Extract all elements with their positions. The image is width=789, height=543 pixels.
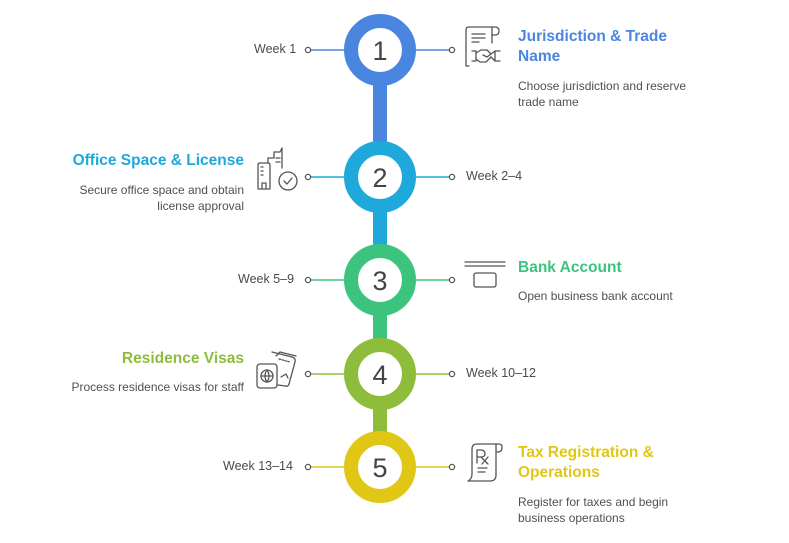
step-1-desc-line-2: trade name	[518, 95, 579, 109]
step-5-desc-line-1: Register for taxes and begin	[518, 495, 669, 509]
step-1-left-dot	[304, 46, 312, 54]
contract-handshake-icon	[465, 26, 501, 67]
step-1-title-line-1: Jurisdiction & Trade	[518, 28, 668, 45]
step-3-title-line-1: Bank Account	[518, 259, 622, 276]
step-2-number: 2	[372, 163, 387, 193]
step-4-ring	[344, 338, 416, 410]
connector-2-3	[373, 211, 387, 247]
step-1-title-line-2: Name	[518, 48, 561, 65]
step-1-week-label: Week 1	[254, 42, 297, 56]
step-2-description: Secure office space and obtain license a…	[79, 182, 244, 214]
step-2-node: 2	[304, 141, 456, 213]
step-5-description: Register for taxes and begin business op…	[518, 494, 668, 526]
step-4-node: 4	[304, 338, 456, 410]
step-4-title-line-1: Residence Visas	[121, 350, 244, 367]
connector-1-2	[373, 84, 387, 142]
step-4-right-dot	[448, 370, 456, 378]
step-5-title-line-1: Tax Registration &	[518, 444, 654, 461]
step-2-week-label: Week 2–4	[466, 169, 523, 183]
step-1-node: 1	[304, 14, 456, 86]
step-4-title: Residence Visas	[122, 349, 244, 369]
step-5-title-line-2: Operations	[518, 464, 600, 481]
step-1-number: 1	[372, 36, 387, 66]
step-2-right-dot	[448, 173, 456, 181]
step-5-right-dot	[448, 463, 456, 471]
step-1-title: Jurisdiction & Trade Name	[518, 27, 667, 67]
step-3-right-dot	[448, 276, 456, 284]
step-3-left-dot	[304, 276, 312, 284]
connector-4-5	[373, 408, 387, 434]
step-4-description: Process residence visas for staff	[71, 379, 244, 395]
step-3-desc-line-1: Open business bank account	[518, 289, 673, 303]
step-1-ring	[344, 14, 416, 86]
step-5-left-dot	[304, 463, 312, 471]
office-building-check-icon	[257, 147, 298, 191]
step-3-number: 3	[372, 266, 387, 296]
step-2-desc-line-2: license approval	[157, 199, 244, 213]
step-5-number: 5	[372, 453, 387, 483]
step-5-desc-line-2: business operations	[518, 511, 625, 525]
step-4-number: 4	[372, 360, 387, 390]
passport-ticket-icon	[256, 351, 297, 389]
step-5-title: Tax Registration & Operations	[518, 443, 654, 483]
step-2-ring	[344, 141, 416, 213]
connector-3-4	[373, 314, 387, 341]
step-3-description: Open business bank account	[518, 288, 673, 304]
prescription-scroll-icon	[467, 443, 503, 482]
step-1-right-dot	[448, 46, 456, 54]
step-4-left-dot	[304, 370, 312, 378]
bank-card-icon	[464, 261, 506, 288]
step-2-title: Office Space & License	[73, 151, 244, 171]
step-5-ring	[344, 431, 416, 503]
step-3-ring	[344, 244, 416, 316]
step-4-week-label: Week 10–12	[466, 366, 536, 380]
step-5-week-label: Week 13–14	[223, 459, 293, 473]
step-5-node: 5	[304, 431, 456, 503]
step-2-title-line-1: Office Space & License	[72, 152, 244, 169]
step-1-description: Choose jurisdiction and reserve trade na…	[518, 78, 686, 110]
step-2-desc-line-1: Secure office space and obtain	[79, 183, 244, 197]
step-3-week-label: Week 5–9	[238, 272, 295, 286]
step-4-desc-line-1: Process residence visas for staff	[71, 380, 244, 394]
step-1-desc-line-1: Choose jurisdiction and reserve	[518, 79, 687, 93]
step-2-left-dot	[304, 173, 312, 181]
step-3-title: Bank Account	[518, 258, 622, 278]
step-3-node: 3	[304, 244, 456, 316]
